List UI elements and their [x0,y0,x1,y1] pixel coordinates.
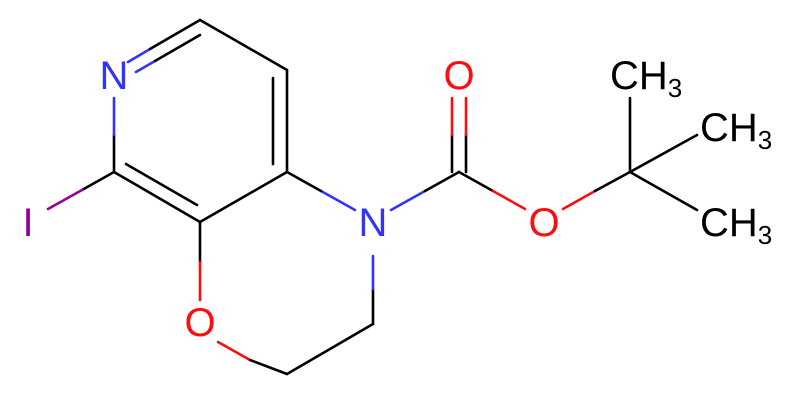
bond-n-c3-a [319,189,357,212]
bond-n-c1-double-a [134,59,157,74]
atom-n-ring: N [359,201,388,245]
atom-iodine: I [22,201,33,245]
atom-methyl-2: CH3 [700,106,772,155]
bond-c3-c4 [198,170,289,224]
boc-group [389,96,699,212]
bond-ch2-ch2 [285,322,375,376]
bond-oester-c-a [561,189,597,211]
bond-n-c1-a [126,47,152,64]
bond-c-i-b [46,188,84,211]
bond-n-c1-double-b [153,33,202,63]
bond-c4-c5 [112,170,202,224]
bond-n-c1-b [148,18,202,51]
bond-n-carbonyl-b [423,170,461,193]
bond-oester-c-b [593,170,632,193]
atom-n-pyridine: N [100,54,129,98]
bond-n-carbonyl-a [389,189,427,212]
bond-o-ch2-b [248,358,289,376]
bond-c-oester-a [457,170,495,193]
bond-n-c3-b [285,170,323,193]
atom-methyl-1: CH3 [610,54,682,103]
atom-o-ester: O [528,201,559,245]
bond-c-me3 [628,170,699,212]
atom-o-carbonyl: O [443,54,474,98]
bond-c-oester-b [491,189,527,211]
bond-c-i-a [80,170,116,192]
bond-c1-c2 [198,18,289,72]
bond-c-me2 [628,133,699,174]
bond-o-ch2-a [216,340,252,362]
atom-methyl-3: CH3 [700,201,772,250]
oxazine-ring [198,170,375,376]
pyridine-ring [112,18,289,224]
atom-o-ring: O [184,301,215,345]
bond-c4-c5-double [124,162,199,207]
